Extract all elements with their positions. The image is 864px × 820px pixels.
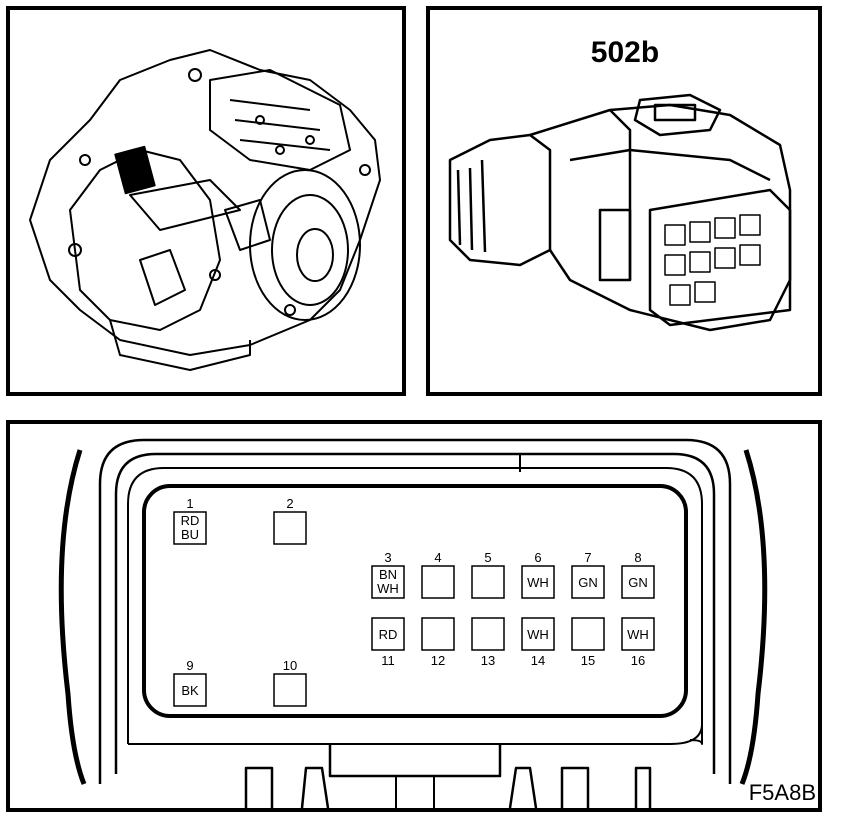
connector-illustration-panel: 502b xyxy=(426,6,822,396)
pin-number: 15 xyxy=(581,653,595,668)
pin-cavity xyxy=(421,565,455,599)
pin-wire-color: WH xyxy=(527,627,549,642)
pin-13: 13 xyxy=(471,617,505,668)
pin-cavity xyxy=(421,617,455,651)
connector-illustration: 502b xyxy=(448,36,792,332)
pin-12: 12 xyxy=(421,617,455,668)
transmission-illustration xyxy=(29,49,381,371)
pin-wire-color: WH xyxy=(527,575,549,590)
pin-2: 2 xyxy=(273,496,307,545)
pin-number: 1 xyxy=(186,496,193,511)
pin-wire-color: BN xyxy=(379,567,397,582)
pin-number: 5 xyxy=(484,550,491,565)
pin-cavity xyxy=(371,565,405,599)
pin-number: 4 xyxy=(434,550,441,565)
pin-wire-color: BK xyxy=(181,683,199,698)
connector-title: 502b xyxy=(591,36,659,69)
pin-7: 7GN xyxy=(571,550,605,599)
pin-15: 15 xyxy=(571,617,605,668)
pin-14: 14 WH xyxy=(521,617,555,668)
pin-11: 11 RD xyxy=(371,617,405,668)
pin-wire-color: RD xyxy=(181,513,200,528)
pin-cavity xyxy=(521,565,555,599)
pin-number: 16 xyxy=(631,653,645,668)
pin-number: 2 xyxy=(286,496,293,511)
pin-cavity xyxy=(173,673,207,707)
figure-code: F5A8B xyxy=(749,780,816,805)
pin-cavity xyxy=(371,617,405,651)
pin-cavity xyxy=(571,565,605,599)
pin-cavity xyxy=(571,617,605,651)
pin-number: 12 xyxy=(431,653,445,668)
pin-number: 7 xyxy=(584,550,591,565)
connector-outer-left-arc xyxy=(58,449,87,785)
connector-outer-right-arc xyxy=(739,449,768,785)
pin-number: 10 xyxy=(283,658,297,673)
pin-cavity xyxy=(621,617,655,651)
pin-number: 9 xyxy=(186,658,193,673)
pin-number: 3 xyxy=(384,550,391,565)
pin-cavity xyxy=(521,617,555,651)
pin-wire-color: GN xyxy=(628,575,648,590)
connector-face xyxy=(142,484,688,718)
pin-wire-color: BU xyxy=(181,527,199,542)
connector-shell xyxy=(98,438,732,784)
pin-number: 13 xyxy=(481,653,495,668)
pin-cavity xyxy=(273,511,307,545)
pin-9: 9BK xyxy=(173,658,207,707)
pin-8: 8GN xyxy=(621,550,655,599)
pin-number: 14 xyxy=(531,653,545,668)
pin-cavity xyxy=(621,565,655,599)
pin-5: 5 xyxy=(471,550,505,599)
pin-4: 4 xyxy=(421,550,455,599)
pin-10: 10 xyxy=(273,658,307,707)
pin-number: 8 xyxy=(634,550,641,565)
pin-wire-color: GN xyxy=(578,575,598,590)
pin-wire-color: WH xyxy=(627,627,649,642)
pin-cavity xyxy=(173,511,207,545)
pin-6: 6WH xyxy=(521,550,555,599)
pin-cavity xyxy=(471,565,505,599)
transmission-panel xyxy=(6,6,406,396)
pin-number: 6 xyxy=(534,550,541,565)
pin-16: 16 WH xyxy=(621,617,655,668)
pin-wire-color: RD xyxy=(379,627,398,642)
pin-number: 11 xyxy=(381,653,395,668)
pin-cavity xyxy=(471,617,505,651)
pin-wire-color: WH xyxy=(377,581,399,596)
pin-cavity xyxy=(273,673,307,707)
